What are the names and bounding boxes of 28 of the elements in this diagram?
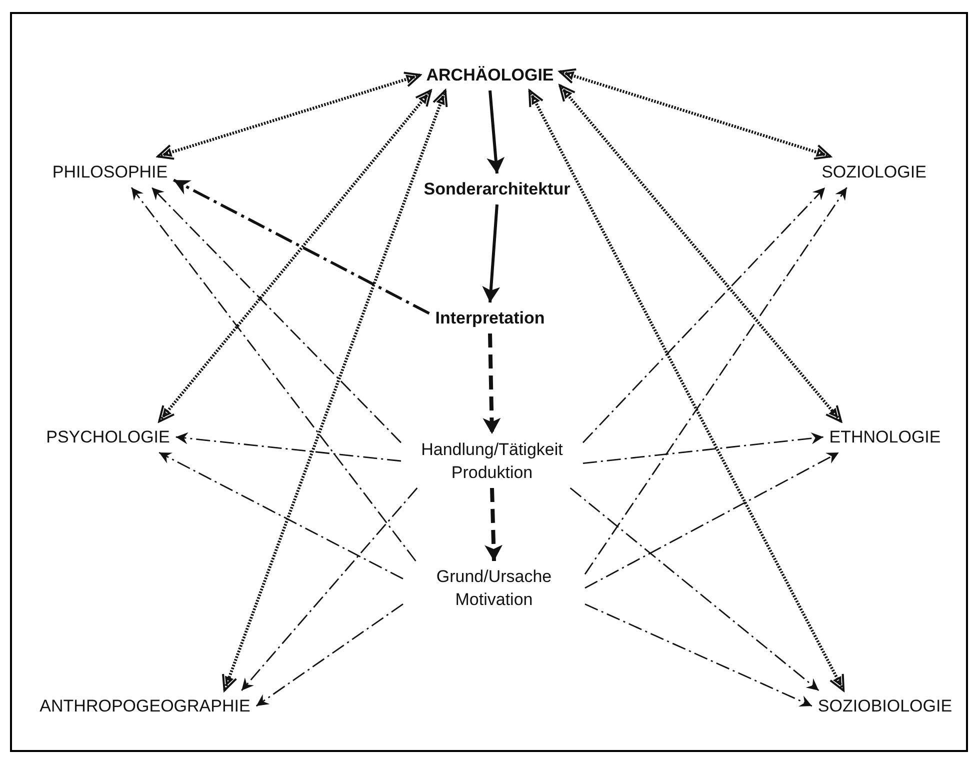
step-label: Sonderarchitektur: [422, 178, 572, 200]
step-label: Grund/Ursache Motivation: [407, 565, 581, 611]
arrow: [584, 452, 840, 589]
discipline-label: PHILOSOPHIE: [50, 160, 170, 184]
discipline-label: ETHNOLOGIE: [827, 426, 943, 448]
arrow: [582, 432, 824, 464]
step-label: Interpretation: [433, 306, 547, 330]
arrow: [151, 187, 402, 444]
arrow: [486, 90, 505, 174]
discipline-label: PSYCHOLOGIE: [44, 426, 172, 448]
arrow: [482, 333, 501, 434]
step-label: Handlung/Tätigkeit Produktion: [405, 438, 579, 484]
arrow: [256, 604, 404, 707]
arrow: [482, 204, 500, 303]
arrow: [241, 488, 418, 691]
arrow: [172, 178, 430, 315]
arrow: [584, 603, 812, 707]
discipline-label: ARCHÄOLOGIE: [424, 64, 556, 86]
arrow: [584, 187, 848, 575]
discipline-label: SOZIOLOGIE: [820, 160, 928, 184]
arrow: [484, 488, 503, 562]
arrow: [130, 187, 416, 562]
arrow: [582, 187, 826, 444]
arrow: [176, 432, 402, 462]
discipline-label: ANTHROPOGEOGRAPHIE: [38, 694, 252, 718]
discipline-label: SOZIOBIOLOGIE: [816, 694, 954, 718]
arrow: [570, 487, 820, 692]
arrow: [158, 452, 404, 580]
